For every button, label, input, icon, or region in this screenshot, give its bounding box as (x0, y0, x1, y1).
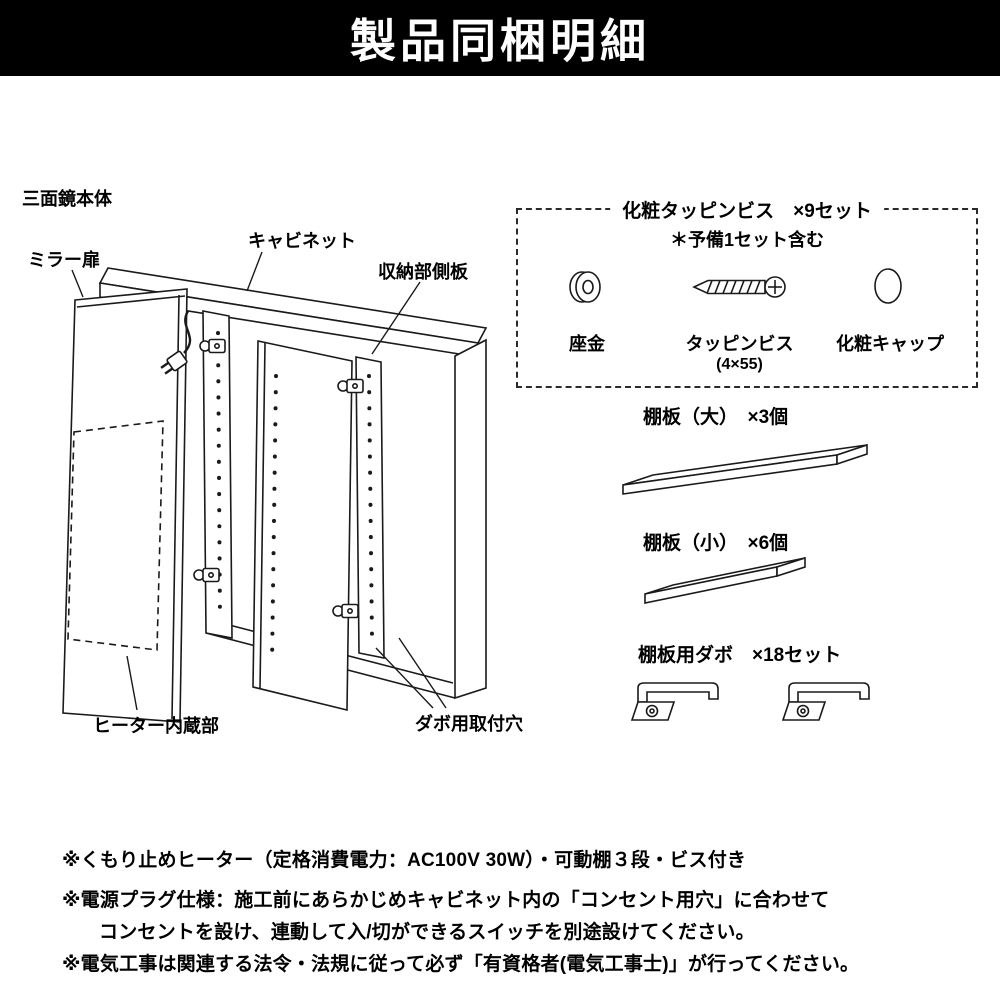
left-partition-drawing (202, 310, 233, 639)
label-screw-size: (4×55) (716, 356, 763, 373)
page-header: 製品同梱明細 (0, 0, 1000, 76)
dowel-bracket-icon (630, 682, 719, 721)
note-power-plug-1: ※電源プラグ仕様：施工前にあらかじめキャビネット内の「コンセント用穴」に合わせて (62, 890, 830, 911)
label-shelf-small: 棚板（小） ×6個 (643, 533, 789, 554)
storage-side-panel-drawing (355, 356, 385, 659)
washer-icon (569, 271, 601, 303)
power-cord (183, 310, 192, 354)
label-dowel-holes: ダボ用取付穴 (415, 714, 523, 734)
label-cabinet: キャビネット (248, 231, 356, 251)
label-tapping-screw: タッピンビス (685, 334, 794, 354)
power-plug-icon (160, 350, 188, 375)
label-shelf-dowel: 棚板用ダボ ×18セット (638, 645, 842, 666)
tapping-screw-icon (692, 276, 786, 298)
label-decorative-cap: 化粧キャップ (836, 334, 944, 354)
screw-set-icons (569, 268, 902, 304)
right-side-panel-drawing (454, 338, 487, 700)
center-door-drawing (252, 340, 353, 712)
label-washer: 座金 (569, 334, 605, 354)
note-electric-work: ※電気工事は関連する法令・法規に従って必ず「有資格者(電気工事士)」が行ってくだ… (62, 954, 860, 975)
note-heater-spec: ※くもり止めヒーター（定格消費電力：AC100V 30W）・可動棚３段・ビス付き (62, 850, 747, 871)
cabinet-line-drawing (62, 251, 488, 723)
label-mirror-door: ミラー扉 (28, 250, 100, 270)
page-title: 製品同梱明細 (350, 15, 650, 67)
cabinet-top-drawing (98, 267, 488, 358)
shelf-large-drawing (622, 443, 868, 495)
note-power-plug-2: コンセントを設け、連動して入/切ができるスイッチを別途設けてください。 (99, 922, 755, 943)
screw-set-subtitle: ＊予備1セット含む (669, 230, 824, 250)
leader-lines (71, 251, 447, 711)
cabinet-diagram (0, 170, 540, 780)
heater-area-outline (67, 420, 164, 651)
label-heater-section: ヒーター内蔵部 (93, 716, 219, 736)
screw-set-title: 化粧タッピンビス ×9セット (610, 196, 884, 223)
label-storage-side-panel: 収納部側板 (378, 262, 468, 282)
mirror-door-drawing (62, 288, 188, 723)
label-mirror-unit-body: 三面鏡本体 (22, 189, 112, 209)
label-shelf-large: 棚板（大） ×3個 (643, 407, 789, 428)
screw-set-panel: 化粧タッピンビス ×9セット ＊予備1セット含む 座金 タッピンビス (4×55… (516, 196, 978, 388)
cap-icon (874, 268, 902, 304)
shelf-small-drawing (644, 556, 806, 604)
dowel-bracket-icon (781, 682, 870, 721)
